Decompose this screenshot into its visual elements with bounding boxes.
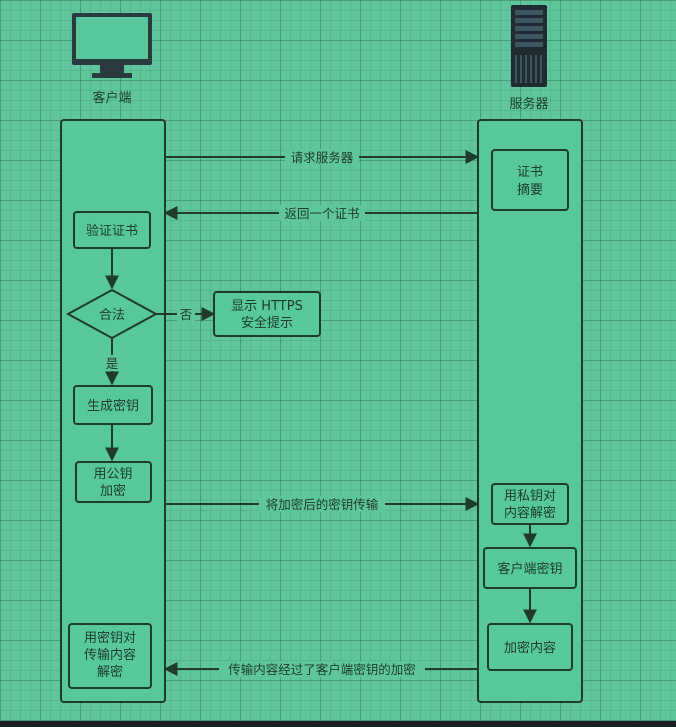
https-warning-line-1: 显示 HTTPS (231, 299, 303, 314)
no-label: 否 (180, 307, 193, 322)
send-content-label: 传输内容经过了客户端密钥的加密 (228, 662, 416, 677)
decrypt-content-line-1: 用密钥对 (84, 630, 136, 646)
server-icon (511, 5, 547, 87)
no-label-bg (177, 306, 195, 322)
pubkey-encrypt-line-2: 加密 (100, 483, 126, 499)
bottom-bar (0, 721, 676, 727)
decrypt-content-node (68, 623, 152, 689)
return-cert-label-bg (279, 205, 365, 221)
decrypt-content-line-3: 解密 (97, 664, 123, 680)
https-warning-node (213, 291, 321, 337)
encrypt-content-node (487, 623, 573, 671)
cert-digest-node (491, 149, 569, 211)
monitor-icon (72, 13, 152, 78)
generate-key-label: 生成密钥 (87, 398, 139, 414)
cert-digest-line-2: 摘要 (517, 182, 543, 198)
return-cert-label: 返回一个证书 (284, 206, 359, 221)
legal-decision-label: 合法 (99, 308, 125, 323)
cert-digest-line-1: 证书 (517, 165, 543, 180)
send-key-label: 将加密后的密钥传输 (266, 497, 379, 512)
request-server-label-bg (285, 149, 359, 165)
send-content-label-bg (219, 661, 425, 677)
pubkey-encrypt-node (75, 461, 152, 503)
yes-label: 是 (106, 356, 119, 371)
client-actor-label: 客户端 (92, 90, 131, 106)
client-key-label: 客户端密钥 (497, 561, 562, 577)
send-key-label-bg (259, 496, 385, 512)
decrypt-content-line-2: 传输内容 (84, 647, 136, 663)
privkey-decrypt-line-1: 用私钥对 (504, 489, 556, 504)
encrypt-content-label: 加密内容 (504, 640, 556, 656)
verify-cert-label: 验证证书 (86, 223, 138, 239)
server-actor-label: 服务器 (509, 96, 548, 112)
yes-label-bg (104, 355, 120, 371)
pubkey-encrypt-line-1: 用公钥 (93, 467, 132, 482)
privkey-decrypt-line-2: 内容解密 (504, 505, 556, 521)
https-warning-line-2: 安全提示 (241, 315, 293, 331)
request-server-label: 请求服务器 (291, 150, 354, 165)
